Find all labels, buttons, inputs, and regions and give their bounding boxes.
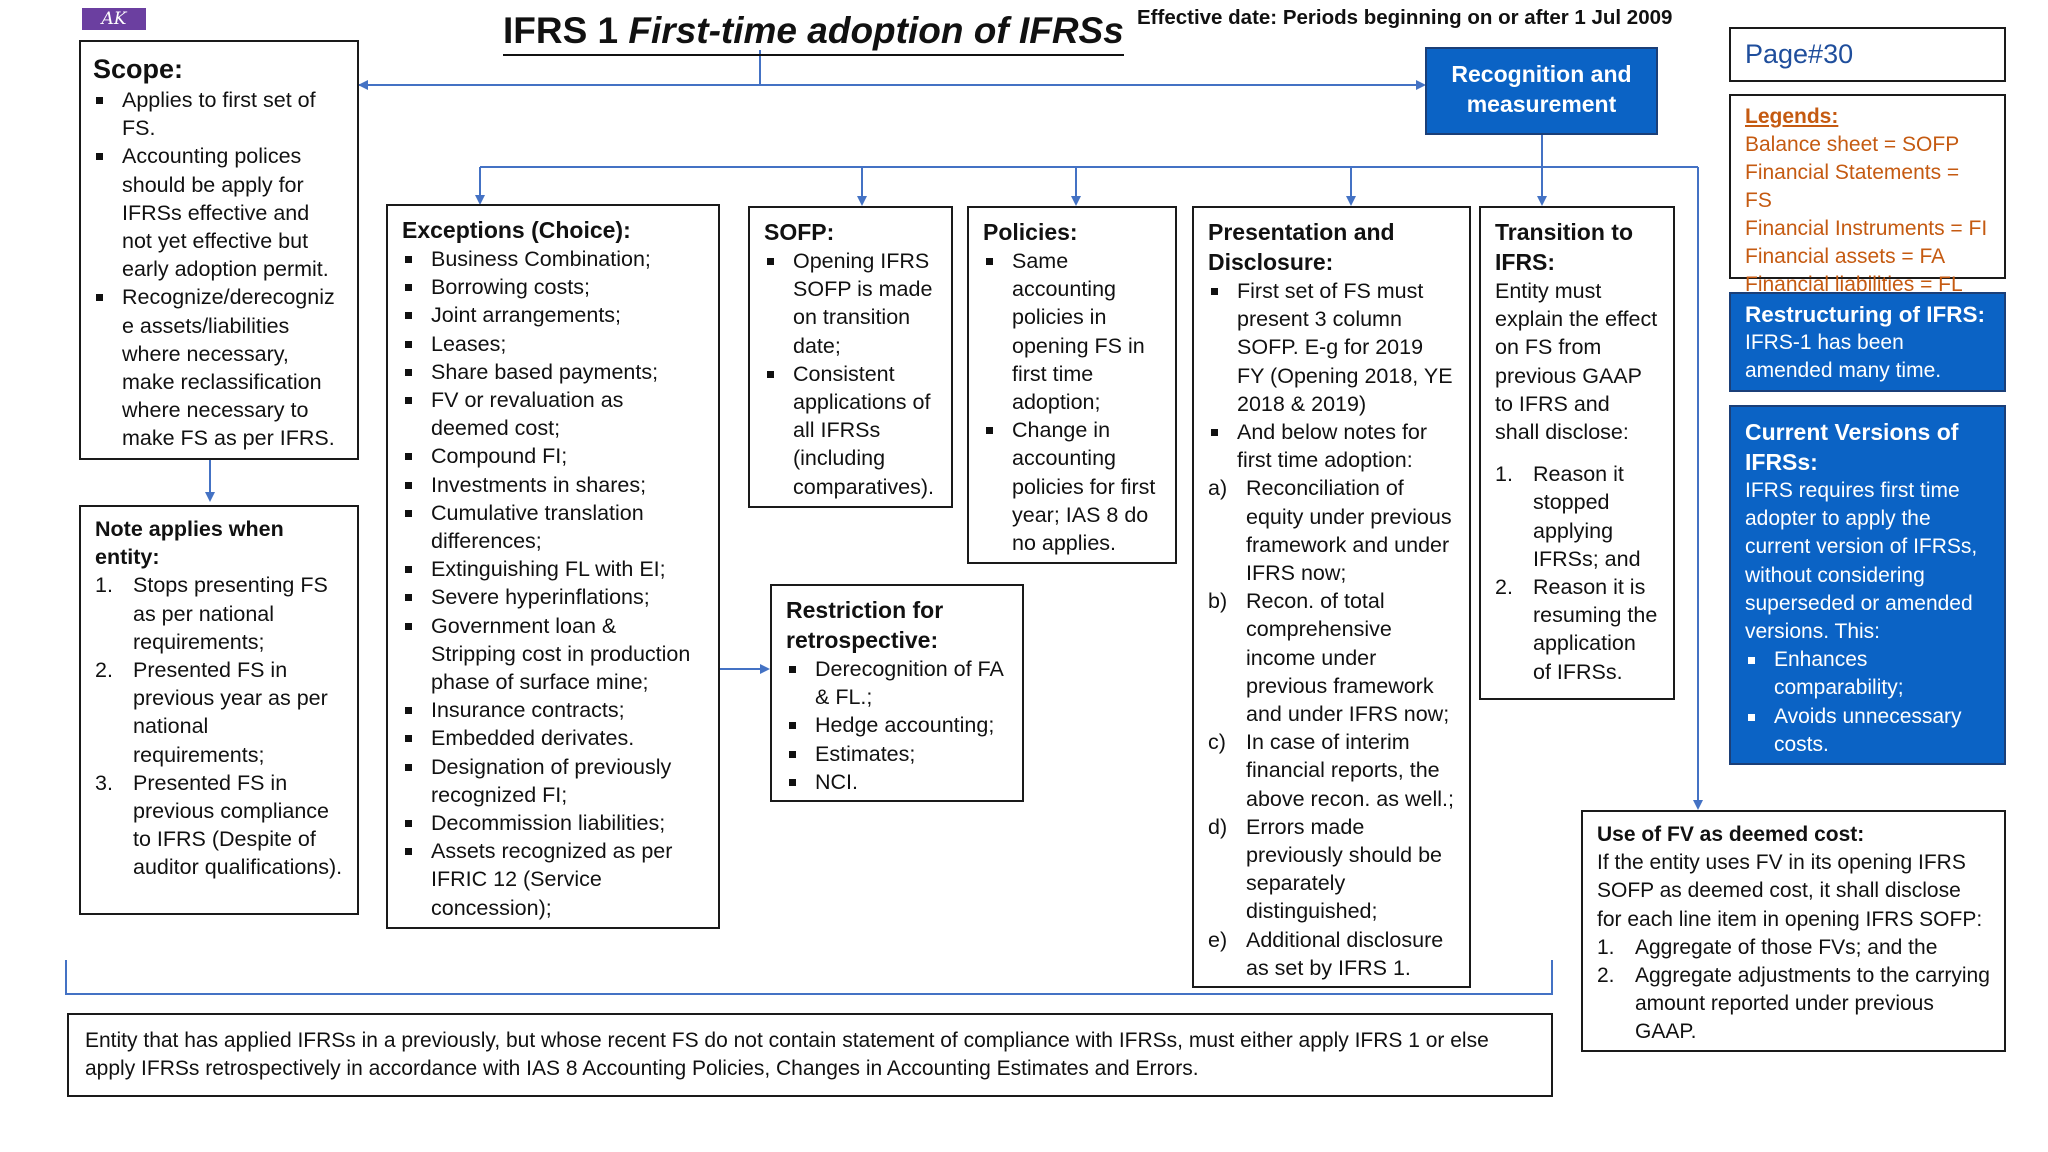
exception-item: Severe hyperinflations; (402, 583, 704, 611)
exception-item: Share based payments; (402, 358, 704, 386)
title-italic: First-time adoption of IFRSs (628, 10, 1124, 51)
recognition-measurement-box: Recognition and measurement (1425, 47, 1658, 135)
restriction-item: Derecognition of FA & FL.; (786, 655, 1008, 711)
exception-item: Insurance contracts; (402, 696, 704, 724)
sofp-heading: SOFP: (764, 219, 835, 245)
exception-item: Business Combination; (402, 245, 704, 273)
transition-text: Entity must explain the effect on FS fro… (1495, 279, 1658, 445)
title-main: IFRS 1 (503, 10, 629, 51)
fv-item: 2.Aggregate adjustments to the carrying … (1597, 964, 1990, 1044)
fv-deemed-cost-box: Use of FV as deemed cost: If the entity … (1581, 810, 2006, 1052)
legend-item: Financial liabilities = FL (1745, 273, 1963, 296)
sofp-item: Opening IFRS SOFP is made on transition … (764, 247, 937, 360)
scope-heading: Scope: (93, 54, 184, 84)
transition-box: Transition to IFRS: Entity must explain … (1479, 206, 1675, 700)
presentation-subitem: b)Recon. of total comprehensive income u… (1208, 589, 1450, 727)
logo: AK (82, 8, 146, 30)
restriction-item: NCI. (786, 768, 1008, 796)
footer-bracket (65, 960, 1553, 995)
legend-item: Balance sheet = SOFP (1745, 133, 1960, 156)
sofp-box: SOFP: Opening IFRS SOFP is made on trans… (748, 206, 953, 508)
fv-item: 1.Aggregate of those FVs; and the (1597, 935, 1938, 959)
restriction-item: Estimates; (786, 740, 1008, 768)
fv-text: If the entity uses FV in its opening IFR… (1597, 851, 1983, 931)
restructuring-heading: Restructuring of IFRS: (1745, 302, 1985, 327)
legends-box: Legends: Balance sheet = SOFP Financial … (1729, 94, 2006, 296)
current-versions-box: Current Versions of IFRSs: IFRS requires… (1729, 405, 2006, 765)
note-item: 2.Presented FS in previous year as per n… (95, 658, 328, 767)
presentation-subitem: a)Reconciliation of equity under previou… (1208, 476, 1452, 586)
restriction-item: Hedge accounting; (786, 711, 1008, 739)
current-versions-heading: Current Versions of IFRSs: (1745, 419, 1959, 475)
scope-item: Recognize/derecogniz e assets/liabilitie… (93, 283, 345, 452)
current-versions-item: Avoids unnecessary costs. (1745, 703, 1990, 759)
exception-item: Assets recognized as per IFRIC 12 (Servi… (402, 837, 704, 922)
exception-item: Joint arrangements; (402, 301, 704, 329)
presentation-heading: Presentation and Disclosure: (1208, 219, 1395, 275)
policies-box: Policies: Same accounting policies in op… (967, 206, 1177, 564)
presentation-box: Presentation and Disclosure: First set o… (1192, 206, 1471, 988)
policies-heading: Policies: (983, 219, 1078, 245)
scope-item: Accounting polices should be apply for I… (93, 142, 345, 283)
presentation-item: And below notes for first time adoption: (1208, 418, 1455, 474)
fv-heading: Use of FV as deemed cost: (1597, 823, 1865, 846)
effective-date: Effective date: Periods beginning on or … (1137, 6, 1673, 29)
exception-item: Government loan & Stripping cost in prod… (402, 612, 704, 697)
legends-heading: Legends: (1745, 105, 1839, 128)
restructuring-box: Restructuring of IFRS: IFRS-1 has been a… (1729, 292, 2006, 392)
policies-item: Same accounting policies in opening FS i… (983, 247, 1161, 416)
legend-item: Financial Instruments = FI (1745, 217, 1988, 240)
policies-item: Change in accounting policies for first … (983, 416, 1161, 557)
current-versions-item: Enhances comparability; (1745, 646, 1990, 702)
exceptions-heading: Exceptions (Choice): (402, 217, 631, 243)
note-heading: Note applies when entity: (95, 517, 284, 570)
note-item: 3.Presented FS in previous compliance to… (95, 770, 343, 880)
restriction-heading: Restriction for retrospective: (786, 597, 944, 653)
note-box: Note applies when entity: 1.Stops presen… (79, 505, 359, 915)
presentation-subitem: e)Additional disclosure as set by IFRS 1… (1208, 927, 1444, 980)
legend-item: Financial assets = FA (1745, 245, 1946, 268)
exception-item: Designation of previously recognized FI; (402, 753, 704, 809)
exception-item: Compound FI; (402, 442, 704, 470)
scope-box: Scope: Applies to first set of FS. Accou… (79, 40, 359, 460)
current-versions-text: IFRS requires first time adopter to appl… (1745, 479, 1978, 644)
transition-item: 2.Reason it is resuming the application … (1495, 575, 1658, 684)
exception-item: Embedded derivates. (402, 724, 704, 752)
presentation-item: First set of FS must present 3 column SO… (1208, 277, 1455, 418)
presentation-subitem: c)In case of interim financial reports, … (1208, 730, 1454, 811)
note-item: 1.Stops presenting FS as per national re… (95, 573, 328, 654)
page-number-box: Page#30 (1729, 27, 2006, 82)
exception-item: Decommission liabilities; (402, 809, 704, 837)
legend-item: Financial Statements = FS (1745, 161, 1960, 212)
footer-box: Entity that has applied IFRSs in a previ… (67, 1013, 1553, 1097)
exception-item: Leases; (402, 330, 704, 358)
presentation-subitem: d)Errors made previously should be separ… (1208, 814, 1443, 924)
footer-text: Entity that has applied IFRSs in a previ… (85, 1029, 1489, 1080)
sofp-item: Consistent applications of all IFRSs (in… (764, 360, 937, 501)
restriction-box: Restriction for retrospective: Derecogni… (770, 584, 1024, 802)
exceptions-box: Exceptions (Choice): Business Combinatio… (386, 204, 720, 929)
transition-item: 1.Reason it stopped applying IFRSs; and (1495, 462, 1641, 571)
exception-item: Borrowing costs; (402, 273, 704, 301)
page-title: IFRS 1 First-time adoption of IFRSs (503, 8, 1124, 56)
exception-item: Extinguishing FL with EI; (402, 555, 704, 583)
exception-item: Investments in shares; (402, 471, 704, 499)
scope-item: Applies to first set of FS. (93, 86, 345, 142)
exception-item: FV or revaluation as deemed cost; (402, 386, 704, 442)
transition-heading: Transition to IFRS: (1495, 219, 1633, 275)
exception-item: Cumulative translation differences; (402, 499, 704, 555)
page-number: Page#30 (1745, 39, 1854, 69)
restructuring-text: IFRS-1 has been amended many time. (1745, 331, 1942, 382)
